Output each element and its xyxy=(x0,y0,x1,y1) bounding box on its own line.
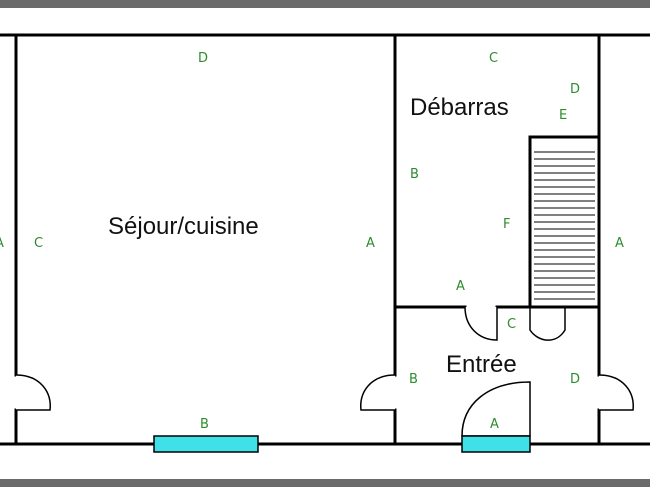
room-label-debarras: Débarras xyxy=(410,94,509,121)
wall-letter-debarras-top: C xyxy=(489,51,498,66)
entree-window xyxy=(461,435,531,453)
stair-steps xyxy=(534,151,595,300)
wall-letter-sejour-right: A xyxy=(366,236,375,251)
room-label-entree: Entrée xyxy=(446,351,517,378)
wall-letter-debarras-d: D xyxy=(570,82,580,97)
sejour-window xyxy=(153,435,259,453)
wall-letter-right-outer: A xyxy=(615,236,624,251)
wall-letter-entree-c: C xyxy=(507,317,516,332)
wall-letter-sejour-window: B xyxy=(200,417,209,432)
wall-letter-debarras-left: B xyxy=(410,167,419,182)
entree-inner-door-swing xyxy=(464,306,498,341)
wall-letter-sejour-top: D xyxy=(198,51,208,66)
wall-letter-sejour-left-edge: A xyxy=(0,236,4,251)
left-door-swing xyxy=(15,374,51,411)
wall-letter-entree-window: A xyxy=(490,417,499,432)
stair-door-swing xyxy=(529,307,566,341)
middle-door-swing xyxy=(360,374,396,411)
bottom-frame-band xyxy=(0,479,650,487)
wall-letter-debarras-e: E xyxy=(559,108,567,123)
wall-letter-stair-f: F xyxy=(503,217,510,232)
wall-letter-entree-right: D xyxy=(570,372,580,387)
wall-letter-sejour-left: C xyxy=(34,236,43,251)
wall-letter-entree-left: B xyxy=(409,372,418,387)
right-door-swing xyxy=(598,374,634,411)
top-frame-band xyxy=(0,0,650,8)
wall-letter-entree-a-upper: A xyxy=(456,279,465,294)
room-label-sejour: Séjour/cuisine xyxy=(108,213,259,240)
